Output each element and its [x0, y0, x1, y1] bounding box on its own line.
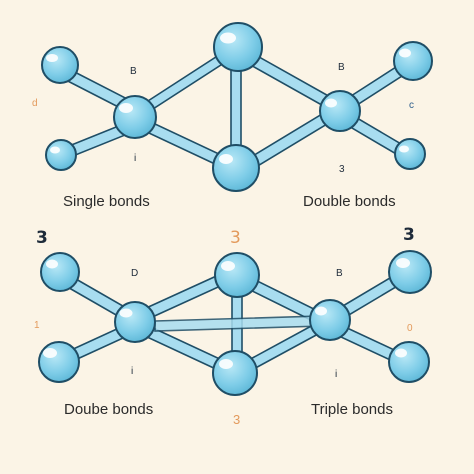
- label-triple-bonds: Triple bonds: [311, 401, 393, 418]
- mark-bottom-right-0: 0: [407, 323, 413, 334]
- mark-bottom-left-i: i: [131, 366, 133, 377]
- atom: [394, 138, 426, 170]
- mark-top-right-3: 3: [339, 164, 345, 175]
- mark-top-left-b: B: [130, 66, 137, 77]
- label-bottom-center-3: 3: [233, 412, 240, 427]
- atom: [113, 95, 157, 139]
- mark-bottom-right-b: B: [336, 268, 343, 279]
- bottom-highlights: [43, 258, 410, 369]
- atom: [212, 350, 258, 396]
- mark-bottom-left-1: 1: [34, 320, 40, 331]
- bond: [154, 315, 323, 332]
- atom: [319, 90, 361, 132]
- label-single-bonds: Single bonds: [63, 193, 150, 210]
- label-double-bonds: Double bonds: [303, 193, 396, 210]
- number-left: 3: [36, 228, 48, 248]
- atom: [393, 41, 433, 81]
- mark-bottom-right-i: i: [335, 369, 337, 380]
- mark-top-right-c: c: [409, 100, 414, 111]
- atom: [309, 299, 351, 341]
- bottom-molecule: [38, 250, 432, 396]
- mark-top-left-d: d: [32, 98, 38, 109]
- mark-top-left-i: i: [134, 153, 136, 164]
- atom: [388, 250, 432, 294]
- number-center: 3: [230, 228, 241, 248]
- mark-bottom-left-d: D: [131, 268, 138, 279]
- atom: [38, 341, 80, 383]
- atom: [40, 252, 80, 292]
- atom: [114, 301, 156, 343]
- label-doube-bonds: Doube bonds: [64, 401, 153, 418]
- atom: [212, 144, 260, 192]
- top-highlights: [46, 32, 411, 164]
- mark-top-right-b: B: [338, 62, 345, 73]
- atom: [213, 22, 263, 72]
- number-right: 3: [403, 225, 415, 245]
- bottom-atoms: [38, 250, 432, 396]
- atom: [45, 139, 77, 171]
- top-molecule: [41, 22, 433, 192]
- atom: [388, 341, 430, 383]
- atom: [41, 46, 79, 84]
- atom: [214, 252, 260, 298]
